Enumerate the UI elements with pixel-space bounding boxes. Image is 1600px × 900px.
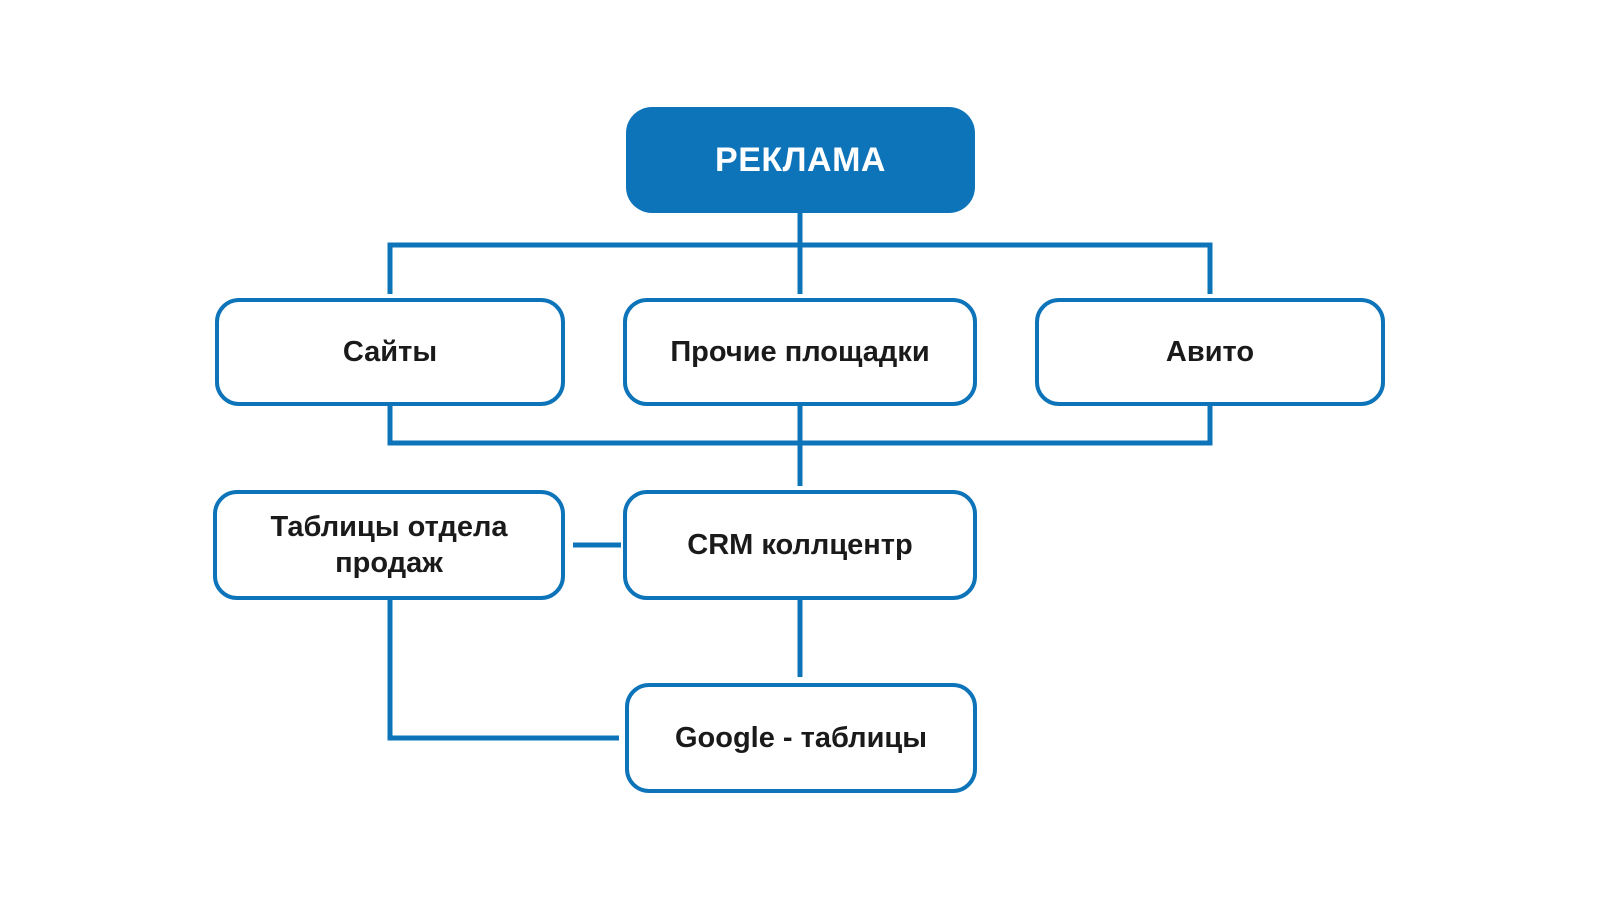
node-avito-label: Авито [1165,335,1255,368]
node-reklama-label: РЕКЛАМА [715,140,886,179]
node-reklama: РЕКЛАМА [626,107,975,213]
node-avito: Авито [1035,298,1385,406]
node-sales-tables: Таблицы отдела продаж [213,490,565,600]
node-google-sheets: Google - таблицы [625,683,977,793]
node-crm-label: CRM коллцентр [687,528,913,561]
node-other-platforms-label: Прочие площадки [670,335,930,368]
node-sites-label: Сайты [342,335,438,368]
node-crm: CRM коллцентр [623,490,977,600]
node-google-sheets-label: Google - таблицы [674,721,928,754]
edge-sales-tables-to-google [387,598,619,741]
node-other-platforms: Прочие площадки [623,298,977,406]
node-sales-tables-label: Таблицы отдела продаж [270,510,508,579]
node-sites: Сайты [215,298,565,406]
